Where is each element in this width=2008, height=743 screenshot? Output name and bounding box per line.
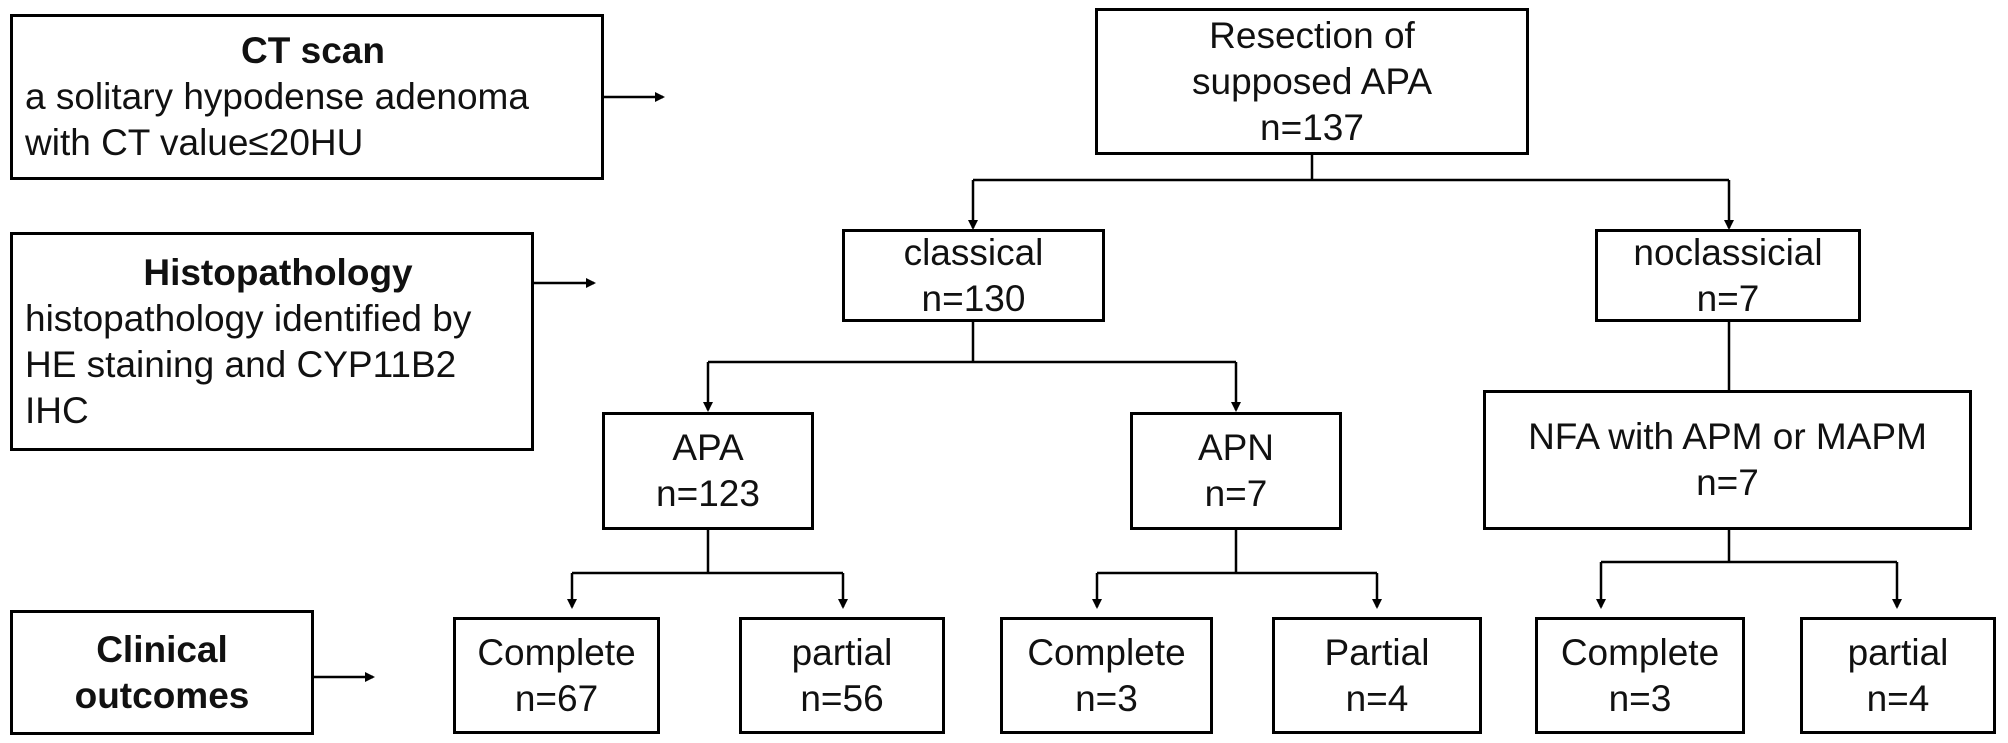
- node-nfa-complete: Complete n=3: [1535, 617, 1745, 734]
- node-apa-label: APA: [672, 427, 744, 468]
- node-nfa-partial-count: n=4: [1866, 677, 1930, 719]
- root-connector: [973, 155, 1729, 182]
- node-apa-complete-count: n=67: [514, 677, 599, 719]
- node-apa-complete: Complete n=67: [453, 617, 660, 734]
- node-apn-partial-label: Partial: [1324, 631, 1430, 673]
- ct-scan-title: CT scan: [241, 30, 385, 71]
- apn-connector: [1097, 530, 1377, 575]
- histopathology-title: Histopathology: [143, 251, 413, 293]
- node-nfa-complete-label: Complete: [1560, 631, 1720, 673]
- ct-scan-box: CT scan a solitary hypodense adenoma wit…: [10, 14, 604, 180]
- histopathology-line-1: histopathology identified by: [25, 297, 472, 339]
- node-apn-complete-label: Complete: [1027, 631, 1186, 673]
- node-apa-complete-label: Complete: [477, 631, 636, 673]
- nfa-connector: [1601, 530, 1897, 564]
- node-apn-label: APN: [1197, 427, 1275, 468]
- node-noclassical: noclassicial n=7: [1595, 229, 1861, 322]
- ct-scan-line-2: with CT value≤20HU: [25, 122, 364, 163]
- node-nfa-label: NFA with APM or MAPM: [1528, 416, 1927, 457]
- node-apn-count: n=7: [1204, 473, 1268, 514]
- clinical-outcomes-box: Clinical outcomes: [10, 610, 314, 735]
- node-nfa-complete-count: n=3: [1608, 677, 1672, 719]
- ct-scan-line-1: a solitary hypodense adenoma: [25, 76, 529, 117]
- apa-connector: [572, 530, 843, 575]
- node-nfa-partial: partial n=4: [1800, 617, 1996, 734]
- node-apn-partial: Partial n=4: [1272, 617, 1482, 734]
- histopathology-line-2: HE staining and CYP11B2: [25, 343, 457, 385]
- node-noclassical-label: noclassicial: [1633, 231, 1823, 273]
- node-nfa: NFA with APM or MAPM n=7: [1483, 390, 1972, 530]
- node-apn: APN n=7: [1130, 412, 1342, 530]
- node-root-line-2: supposed APA: [1192, 60, 1432, 102]
- node-noclassical-count: n=7: [1696, 277, 1760, 319]
- node-nfa-partial-label: partial: [1847, 631, 1949, 673]
- node-apa-partial: partial n=56: [739, 617, 945, 734]
- node-apa-count: n=123: [656, 473, 760, 514]
- classical-connector: [708, 322, 1236, 364]
- clinical-outcomes-line-2: outcomes: [74, 674, 250, 716]
- node-apa-partial-count: n=56: [800, 677, 884, 719]
- node-nfa-count: n=7: [1696, 462, 1759, 503]
- node-apn-complete: Complete n=3: [1000, 617, 1213, 734]
- node-apn-partial-count: n=4: [1345, 677, 1409, 719]
- node-root-line-1: Resection of: [1209, 14, 1415, 56]
- clinical-outcomes-line-1: Clinical: [96, 628, 228, 670]
- histopathology-box: Histopathology histopathology identified…: [10, 232, 534, 451]
- node-classical-count: n=130: [921, 277, 1026, 319]
- node-classical: classical n=130: [842, 229, 1105, 322]
- node-apn-complete-count: n=3: [1075, 677, 1138, 719]
- node-root: Resection of supposed APA n=137: [1095, 8, 1529, 155]
- node-apa-partial-label: partial: [791, 631, 893, 673]
- node-root-line-3: n=137: [1260, 106, 1364, 148]
- histopathology-line-3: IHC: [25, 389, 89, 431]
- node-apa: APA n=123: [602, 412, 814, 530]
- node-classical-label: classical: [903, 231, 1044, 273]
